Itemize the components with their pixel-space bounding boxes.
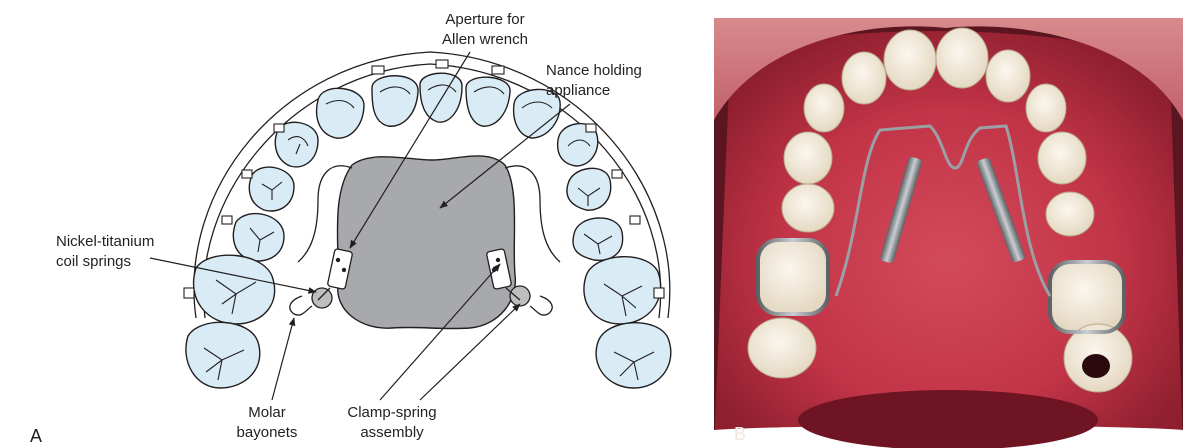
- label-molar-line1: Molar: [248, 404, 286, 421]
- label-aperture-line1: Aperture for: [445, 11, 524, 28]
- arrow-molar: [272, 318, 294, 400]
- label-nance-line2: appliance: [546, 82, 610, 99]
- panel-letter-b: B: [734, 424, 746, 444]
- label-clamp-line1: Clamp-spring: [347, 404, 436, 421]
- label-nickel-line2: coil springs: [56, 253, 131, 270]
- label-nance-line1: Nance holding: [546, 62, 642, 79]
- panel-a-diagram: Aperture for Allen wrench Nance holding …: [30, 11, 671, 446]
- label-molar-line2: bayonets: [237, 424, 298, 441]
- molar-bayonet-left: [290, 296, 312, 315]
- label-clamp-line2: assembly: [360, 424, 424, 441]
- dark-spot: [1082, 354, 1110, 378]
- label-nickel-line1: Nickel-titanium: [56, 233, 154, 250]
- throat-shadow: [798, 390, 1098, 448]
- molar-bayonet-right: [530, 296, 552, 315]
- teeth-incisors: [420, 73, 510, 126]
- panel-letter-a: A: [30, 426, 42, 446]
- panel-b-photo: B: [714, 18, 1183, 448]
- teeth-right: [514, 89, 671, 388]
- label-aperture-line2: Allen wrench: [442, 31, 528, 48]
- nance-appliance: [337, 156, 515, 329]
